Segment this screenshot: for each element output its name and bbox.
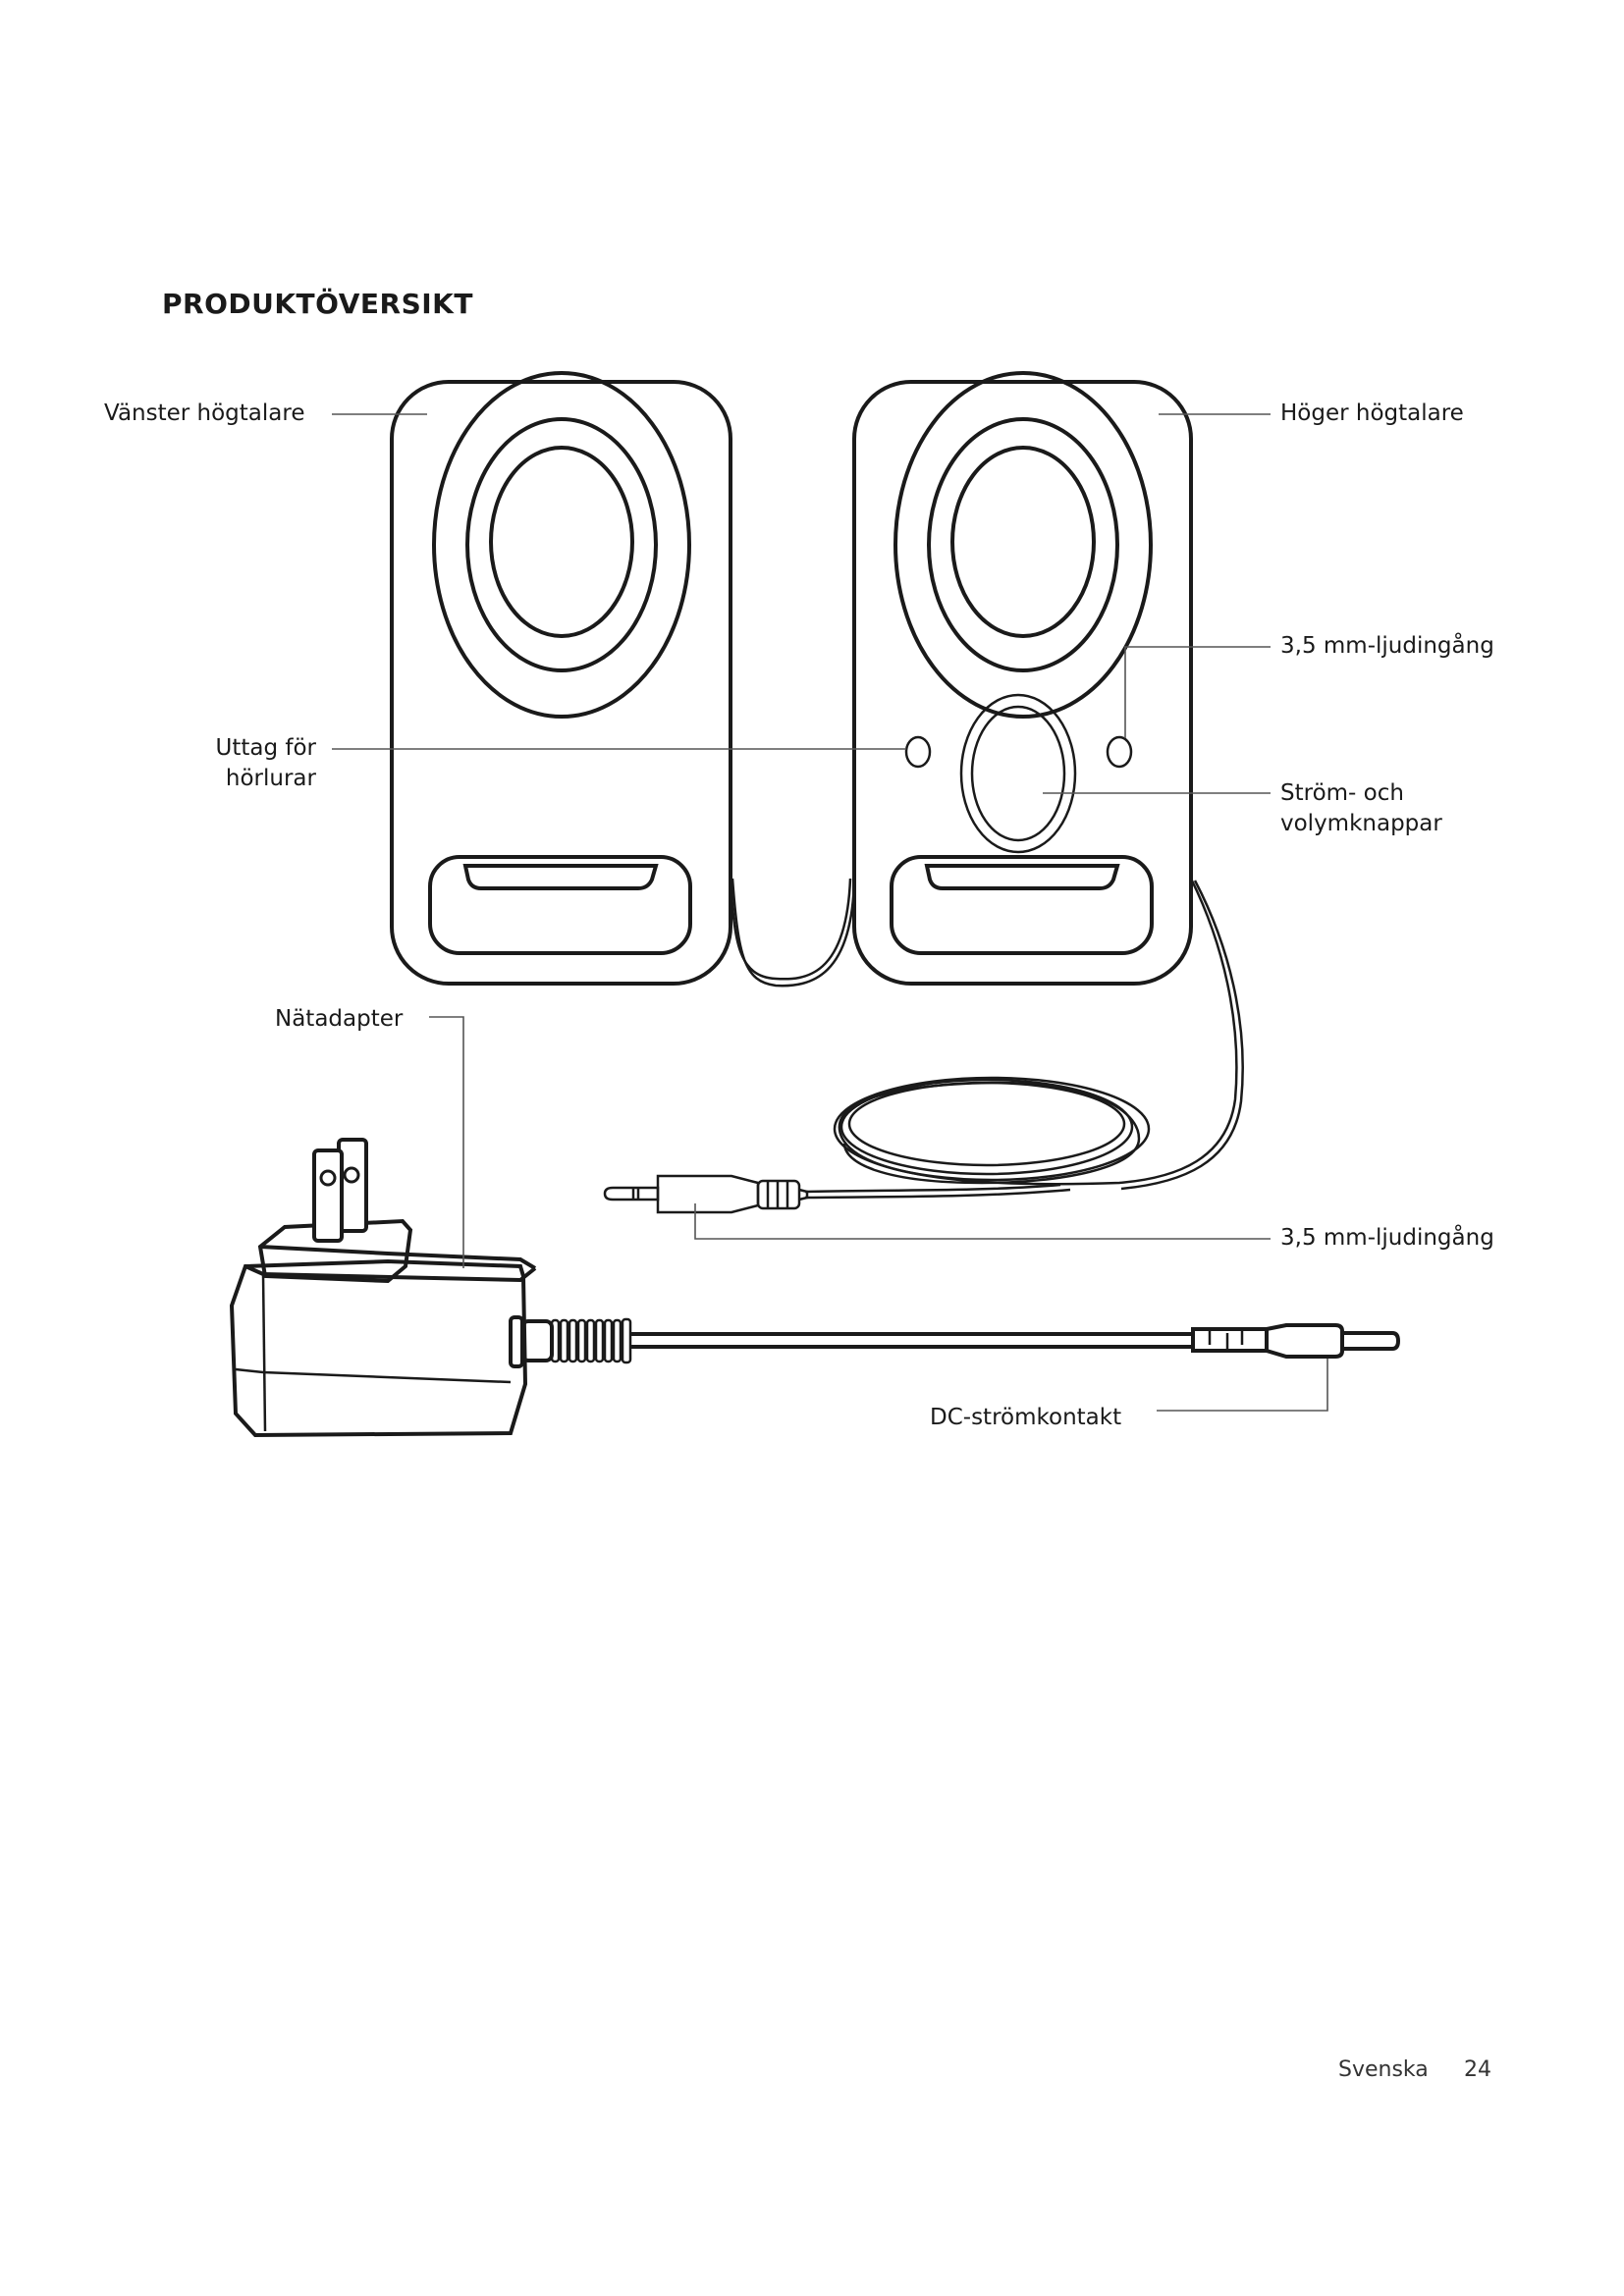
right-base-slot — [890, 855, 1154, 955]
audio-cable — [804, 878, 1244, 1200]
page-title: PRODUKTÖVERSIKT — [162, 288, 473, 320]
left-woofer-outer-ring — [432, 371, 691, 719]
right-slot-lip — [924, 864, 1120, 890]
label-power-volume-line1: Ström- och — [1280, 780, 1404, 806]
audio-input-jack — [1106, 735, 1133, 769]
leader-lines — [332, 413, 1328, 1412]
label-headphone-jack-line1: Uttag för — [215, 735, 316, 761]
right-woofer-cone — [950, 446, 1096, 638]
right-woofer-mid-ring — [927, 417, 1119, 672]
label-dc-connector: DC-strömkontakt — [930, 1405, 1122, 1430]
label-power-volume: Ström- och volymknappar — [1280, 778, 1442, 839]
headphone-jack — [904, 735, 932, 769]
inter-speaker-cable — [729, 878, 856, 988]
dc-cable — [630, 1323, 1401, 1359]
left-speaker-body — [390, 380, 732, 986]
label-headphone-jack: Uttag för hörlurar — [157, 733, 316, 794]
label-headphone-jack-line2: hörlurar — [225, 766, 316, 791]
right-speaker-body — [852, 380, 1193, 986]
label-audio-input-top: 3,5 mm-ljudingång — [1280, 633, 1494, 659]
power-volume-knob — [970, 705, 1066, 842]
leader-audio-input-top — [1124, 646, 1271, 738]
left-base-slot — [428, 855, 692, 955]
power-adapter — [229, 1138, 632, 1438]
footer-language: Svenska — [1338, 2057, 1429, 2082]
label-power-volume-line2: volymknappar — [1280, 811, 1442, 836]
right-speaker — [852, 371, 1193, 986]
power-volume-knob-ring — [959, 693, 1077, 854]
label-right-speaker: Höger högtalare — [1280, 400, 1464, 426]
label-left-speaker: Vänster högtalare — [104, 400, 305, 426]
left-woofer-cone — [489, 446, 634, 638]
label-audio-plug: 3,5 mm-ljudingång — [1280, 1225, 1494, 1251]
footer-page-number: 24 — [1464, 2057, 1491, 2082]
left-speaker — [390, 371, 732, 986]
leader-power-adapter — [429, 1016, 464, 1268]
audio-plug-3-5mm — [603, 1174, 809, 1214]
leader-audio-plug — [694, 1203, 1271, 1240]
right-woofer-outer-ring — [893, 371, 1153, 719]
left-woofer-mid-ring — [465, 417, 658, 672]
left-slot-lip — [462, 864, 659, 890]
label-power-adapter: Nätadapter — [275, 1006, 404, 1032]
leader-dc-connector — [1157, 1359, 1328, 1412]
